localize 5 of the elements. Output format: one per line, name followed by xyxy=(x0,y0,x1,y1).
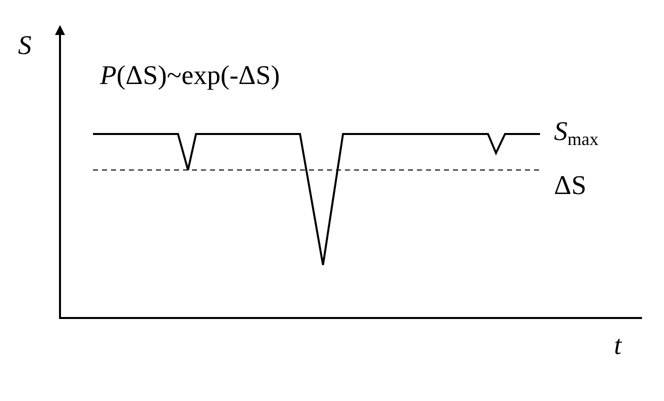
curve-label: S$_{max}$ xyxy=(554,118,598,148)
curve-label: ΔS xyxy=(554,172,586,199)
axis-label: S xyxy=(18,32,32,59)
formula: P(ΔS)~exp(-ΔS) xyxy=(100,62,280,89)
axis-label: t xyxy=(614,332,622,359)
